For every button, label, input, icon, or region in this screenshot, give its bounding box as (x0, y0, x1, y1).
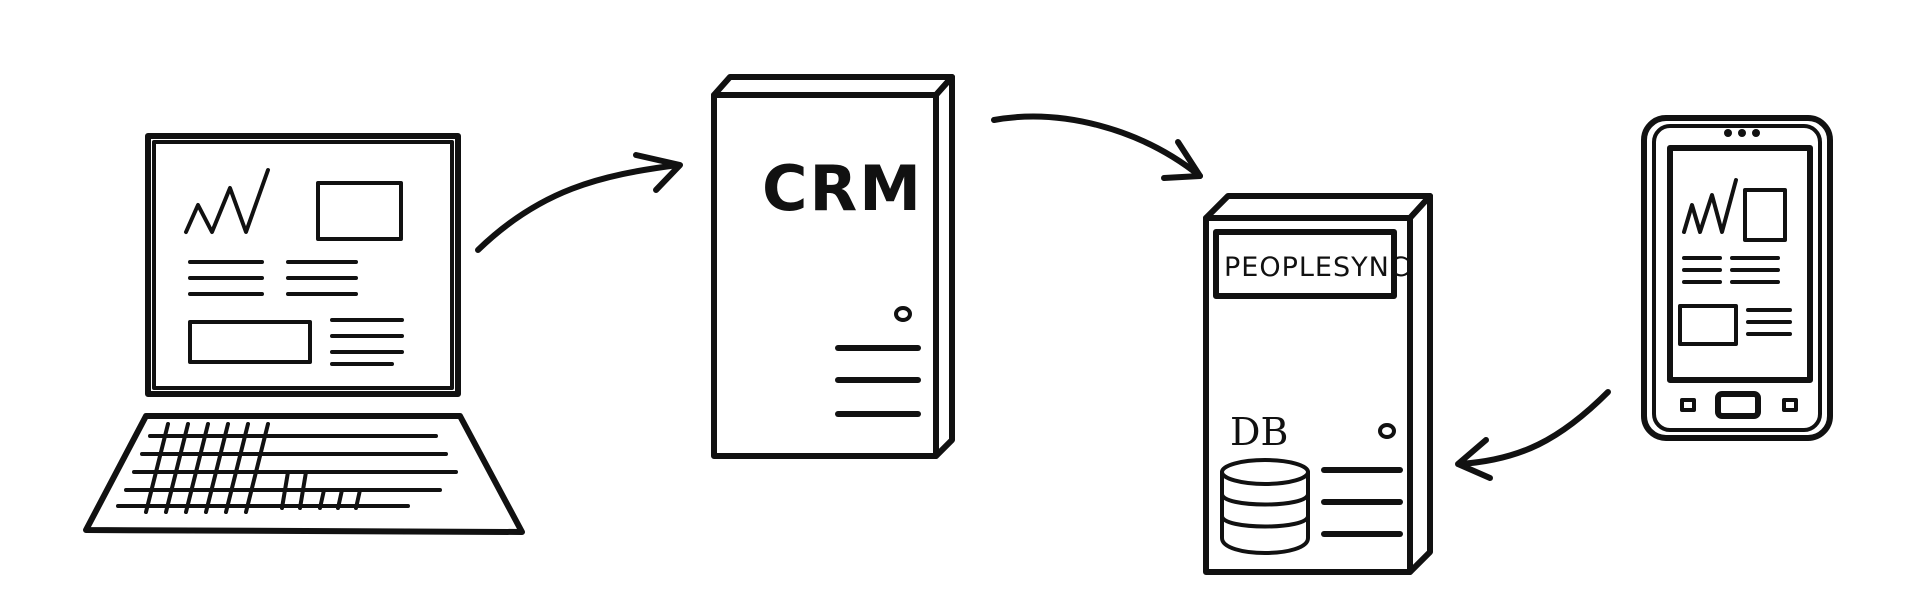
laptop-icon (83, 133, 525, 535)
arrow-phone-to-peoplesync (1455, 389, 1611, 481)
peoplesync-server-icon: PEOPLESYNC DB (1203, 193, 1433, 575)
arrow-crm-to-peoplesync (991, 113, 1203, 181)
crm-server-icon: CRM (711, 74, 955, 459)
crm-label: CRM (762, 152, 923, 225)
db-label: DB (1230, 410, 1288, 454)
peoplesync-label: PEOPLESYNC (1224, 252, 1410, 283)
arrow-laptop-to-crm (475, 152, 683, 253)
database-icon (1220, 458, 1310, 555)
smartphone-icon (1641, 115, 1833, 441)
